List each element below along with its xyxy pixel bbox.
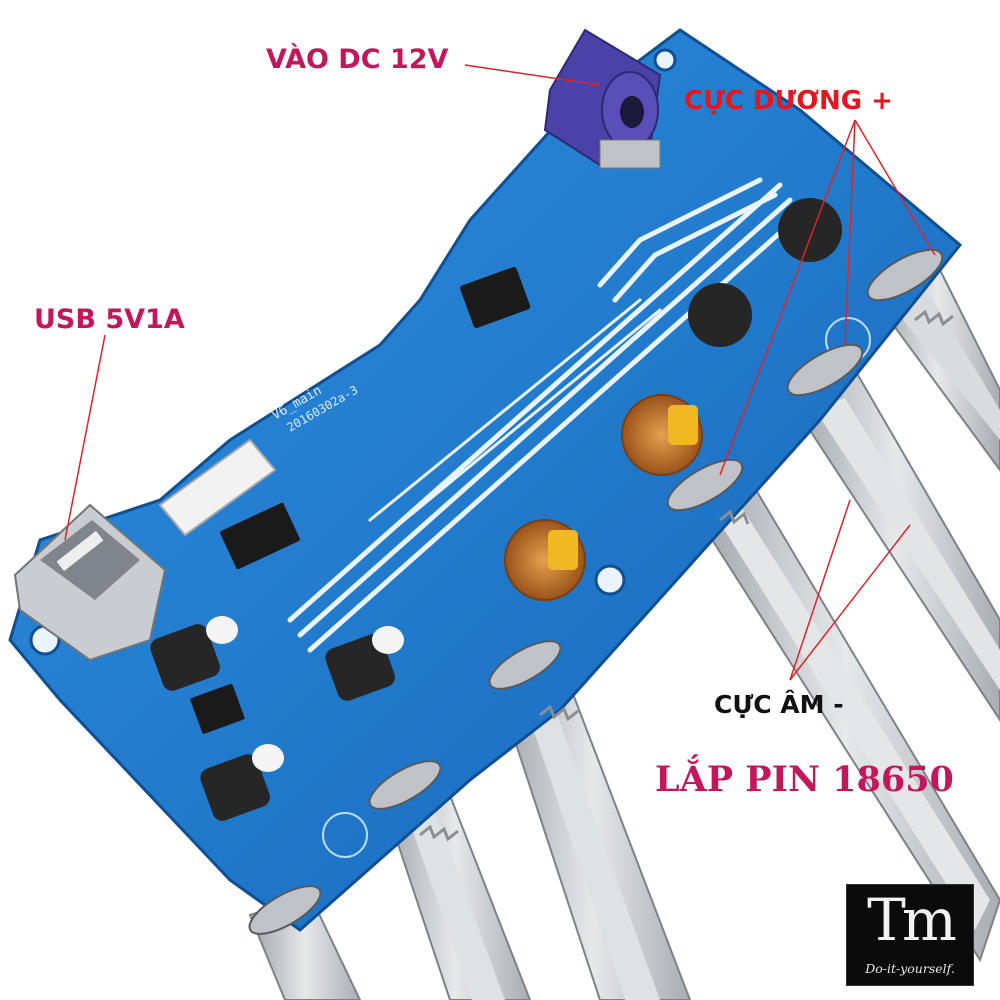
logo-mark: Tm — [867, 886, 957, 954]
pcb-traces — [287, 177, 803, 653]
mounting-hole — [653, 48, 677, 72]
mounting-hole — [322, 812, 368, 858]
positive-terminal-label: CỰC DƯƠNG + — [684, 86, 893, 116]
brand-logo: Tm Do-it-yourself. — [846, 884, 974, 986]
negative-terminal-label: CỰC ÂM - — [714, 690, 844, 719]
dc-jack — [543, 28, 662, 169]
ic-chips — [190, 266, 531, 734]
board-connector — [158, 438, 277, 537]
battery-contact-clips — [248, 248, 944, 935]
install-battery-label: LẮP PIN 18650 — [655, 759, 954, 800]
mounting-hole — [594, 564, 626, 596]
pointer-lines — [64, 64, 936, 681]
smd-inductors — [150, 198, 842, 821]
dc-input-label: VÀO DC 12V — [266, 44, 449, 75]
usb-output-label: USB 5V1A — [34, 304, 185, 335]
usb-port — [13, 503, 167, 662]
logo-tagline: Do-it-yourself. — [865, 961, 955, 976]
toroid-inductors — [504, 394, 703, 601]
battery-springs — [419, 309, 954, 842]
pcb-board — [8, 28, 963, 932]
